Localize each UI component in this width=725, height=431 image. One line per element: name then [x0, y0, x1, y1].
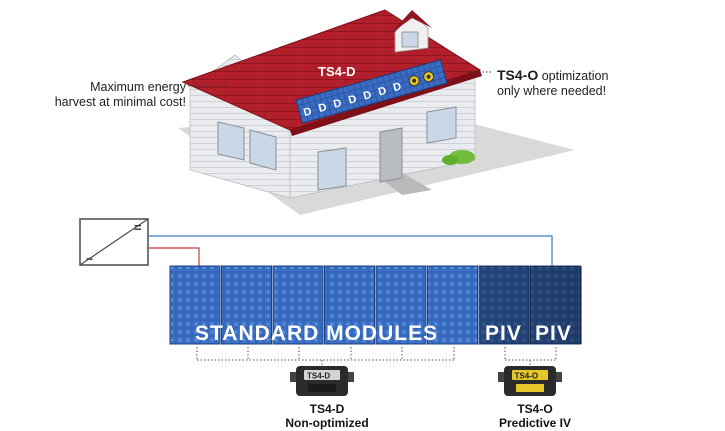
- ts4o-device: TS4-O: [498, 366, 562, 396]
- left-callout-line2: harvest at minimal cost!: [54, 95, 186, 109]
- connector-lines: [196, 347, 557, 366]
- dormer-roof: [390, 10, 432, 34]
- solar-module: [427, 265, 478, 345]
- solar-module: [169, 265, 221, 345]
- dc-symbol: =: [134, 220, 142, 235]
- ts4d-label: TS4-D Non-optimized: [262, 402, 392, 430]
- ts4o-desc: Predictive IV: [498, 416, 572, 430]
- right-callout-line2: only where needed!: [497, 84, 607, 98]
- front-window: [426, 106, 457, 144]
- side-window: [217, 121, 245, 161]
- piv-label: PIV: [535, 322, 572, 345]
- roof-ts4d-marker: D: [317, 101, 328, 115]
- roof-ts4d-marker: D: [302, 105, 313, 119]
- ts4d-desc: Non-optimized: [285, 416, 369, 430]
- right-callout-title: TS4-O: [497, 67, 539, 83]
- left-callout: Maximum energy harvest at minimal cost!: [26, 80, 186, 110]
- front-door: [379, 127, 403, 183]
- blue-wire: [148, 235, 553, 266]
- solar-module: [324, 265, 375, 345]
- shade-overlay: [480, 266, 582, 344]
- ts4o-name: TS4-O: [517, 402, 553, 416]
- right-callout-line1: optimization: [538, 69, 609, 83]
- right-callout: TS4-O optimization only where needed!: [497, 68, 697, 99]
- inverter: = ~: [79, 218, 149, 266]
- roof-ts4d-marker: D: [362, 89, 373, 103]
- roof-ts4d-marker: D: [347, 93, 358, 107]
- piv-label: PIV: [485, 322, 522, 345]
- side-window: [249, 129, 277, 171]
- standard-modules-label: STANDARD MODULES: [195, 322, 438, 345]
- ts4d-device: TS4-D: [290, 366, 354, 396]
- dormer-window: [401, 31, 419, 48]
- red-wire: [148, 247, 200, 266]
- front-window: [317, 147, 347, 191]
- left-callout-line1: Maximum energy: [90, 80, 186, 94]
- ts4d-badge: TS4-D: [307, 372, 330, 381]
- solar-module: [272, 265, 324, 345]
- roof-ts4d-marker: D: [332, 97, 343, 111]
- ts4d-name: TS4-D: [309, 402, 345, 416]
- ts4o-badge: TS4-O: [515, 372, 539, 381]
- ts4o-label: TS4-O Predictive IV: [470, 402, 600, 430]
- roof-ts4d-label: TS4-D: [318, 64, 356, 79]
- ac-symbol: ~: [86, 252, 93, 266]
- solar-module: [221, 265, 272, 345]
- bush: [442, 155, 458, 165]
- roof-ts4d-marker: D: [392, 81, 403, 95]
- roof-ts4d-marker: D: [377, 85, 388, 99]
- solar-module: [375, 265, 427, 345]
